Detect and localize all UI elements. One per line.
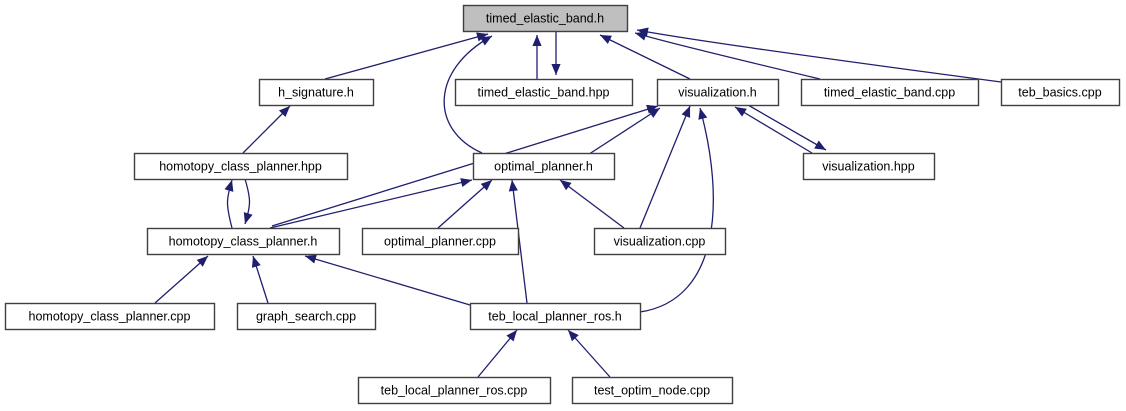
graph-arrowhead-ton_cpp-to-tlpr_h — [568, 330, 579, 342]
graph-node-opt_cpp[interactable]: optimal_planner.cpp — [361, 227, 520, 256]
graph-arrowhead-teb_hpp-to-teb_h — [532, 35, 542, 46]
graph-node-opt_h[interactable]: optimal_planner.h — [472, 152, 616, 181]
graph-node-hcp_cpp[interactable]: homotopy_class_planner.cpp — [4, 302, 216, 331]
graph-arrowhead-hcp_h-to-hcp_hpp — [224, 180, 234, 192]
graph-node-box-teb_cpp[interactable] — [800, 78, 980, 107]
graph-node-ton_cpp[interactable]: test_optim_node.cpp — [571, 376, 734, 405]
graph-edge-vis_hpp-to-vis_h — [734, 106, 813, 154]
graph-arrowhead-vis_h-to-teb_h — [600, 35, 612, 44]
graph-arrowhead-vis_cpp-to-vis_h — [681, 106, 691, 118]
graph-arrowhead-vis_h-to-vis_hpp — [814, 140, 826, 150]
graph-node-teb_hpp[interactable]: timed_elastic_band.hpp — [454, 78, 634, 107]
graph-node-box-vis_cpp[interactable] — [593, 227, 727, 256]
graph-node-box-tlpr_cpp[interactable] — [357, 376, 552, 405]
graph-edge-vis_cpp-to-vis_h — [639, 105, 691, 229]
graph-edge-tebb_cpp-to-teb_h — [636, 29, 1002, 83]
graph-edge-vis_h-to-vis_hpp — [747, 104, 827, 151]
graph-arrowhead-tebb_cpp-to-teb_h — [637, 27, 649, 37]
graph-node-box-opt_h[interactable] — [472, 152, 616, 181]
graph-edge-vis_cpp-to-opt_h — [559, 179, 625, 229]
graph-edge-hcp_h-to-vis_h — [271, 105, 659, 227]
graph-arrowhead-opt_cpp-to-opt_h — [480, 180, 492, 191]
graph-arrowhead-hsig_h-to-teb_h — [476, 32, 488, 42]
graph-edge-tlpr_h-to-hcp_h — [304, 255, 471, 306]
graph-node-hcp_hpp[interactable]: homotopy_class_planner.hpp — [133, 152, 349, 181]
graph-node-box-vis_h[interactable] — [656, 78, 780, 107]
graph-arrowhead-tlpr_cpp-to-tlpr_h — [506, 330, 517, 342]
graph-arrowhead-vis_hpp-to-vis_h — [735, 107, 747, 117]
graph-arrowhead-opt_h-to-vis_h — [648, 108, 660, 118]
graph-node-gs_cpp[interactable]: graph_search.cpp — [236, 302, 377, 331]
graph-node-box-hcp_h[interactable] — [146, 227, 341, 256]
graph-arrowhead-tlpr_h-to-hcp_h — [305, 254, 317, 264]
graph-edge-opt_h-to-teb_h — [443, 35, 493, 154]
graph-arrowhead-hcp_hpp-to-hcp_h — [243, 212, 253, 224]
graph-arrowhead-vis_cpp-to-opt_h — [560, 180, 572, 191]
graph-node-box-teb_h[interactable] — [462, 4, 629, 33]
edge-layer — [154, 27, 1002, 378]
node-layer: timed_elastic_band.h h_signature.h timed_e… — [4, 4, 1121, 405]
graph-node-hcp_h[interactable]: homotopy_class_planner.h — [146, 227, 341, 256]
graph-node-vis_cpp[interactable]: visualization.cpp — [593, 227, 727, 256]
graph-edge-opt_h-to-vis_h — [579, 107, 661, 161]
graph-node-box-tebb_cpp[interactable] — [1000, 78, 1121, 107]
graph-edge-vis_h-to-teb_h — [599, 34, 691, 80]
graph-node-box-teb_hpp[interactable] — [454, 78, 634, 107]
graph-arrowhead-hcp_h-to-vis_h — [646, 104, 658, 114]
graph-arrowhead-teb_h-to-teb_hpp — [551, 64, 561, 75]
graph-edge-tlpr_h-to-opt_h — [511, 179, 528, 304]
graph-node-box-tlpr_h[interactable] — [469, 302, 642, 331]
graph-arrowhead-hcp_h-to-opt_h — [460, 178, 472, 188]
graph-node-box-hcp_hpp[interactable] — [133, 152, 349, 181]
graph-node-box-hcp_cpp[interactable] — [4, 302, 216, 331]
graph-node-teb_h[interactable]: timed_elastic_band.h — [462, 4, 629, 33]
graph-node-box-opt_cpp[interactable] — [361, 227, 520, 256]
graph-node-box-hsig_h[interactable] — [258, 78, 375, 107]
graph-arrowhead-opt_h-to-teb_h — [480, 36, 492, 46]
graph-node-box-gs_cpp[interactable] — [236, 302, 377, 331]
graph-edge-hsig_h-to-teb_h — [324, 33, 489, 80]
graph-edge-hcp_h-to-opt_h — [269, 179, 473, 229]
graph-node-tlpr_h[interactable]: teb_local_planner_ros.h — [469, 302, 642, 331]
graph-node-tebb_cpp[interactable]: teb_basics.cpp — [1000, 78, 1121, 107]
graph-node-box-ton_cpp[interactable] — [571, 376, 734, 405]
graph-node-teb_cpp[interactable]: timed_elastic_band.cpp — [800, 78, 980, 107]
graph-node-box-vis_hpp[interactable] — [802, 152, 936, 181]
graph-node-hsig_h[interactable]: h_signature.h — [258, 78, 375, 107]
graph-edge-opt_cpp-to-opt_h — [437, 179, 493, 229]
graph-arrowhead-hcp_hpp-to-hsig_h — [278, 106, 290, 118]
graph-arrowhead-gs_cpp-to-hcp_h — [251, 256, 261, 268]
graph-edge-hcp_hpp-to-hsig_h — [242, 105, 291, 154]
graph-node-vis_h[interactable]: visualization.h — [656, 78, 780, 107]
graph-arrowhead-tlpr_h-to-vis_h — [698, 108, 708, 120]
graph-arrowhead-tlpr_h-to-opt_h — [508, 180, 518, 192]
graph-edge-teb_cpp-to-teb_h — [634, 32, 821, 80]
graph-edge-hcp_cpp-to-hcp_h — [154, 255, 209, 304]
graph-arrowhead-hcp_cpp-to-hcp_h — [196, 256, 208, 267]
graph-node-tlpr_cpp[interactable]: teb_local_planner_ros.cpp — [357, 376, 552, 405]
graph-node-vis_hpp[interactable]: visualization.hpp — [802, 152, 936, 181]
